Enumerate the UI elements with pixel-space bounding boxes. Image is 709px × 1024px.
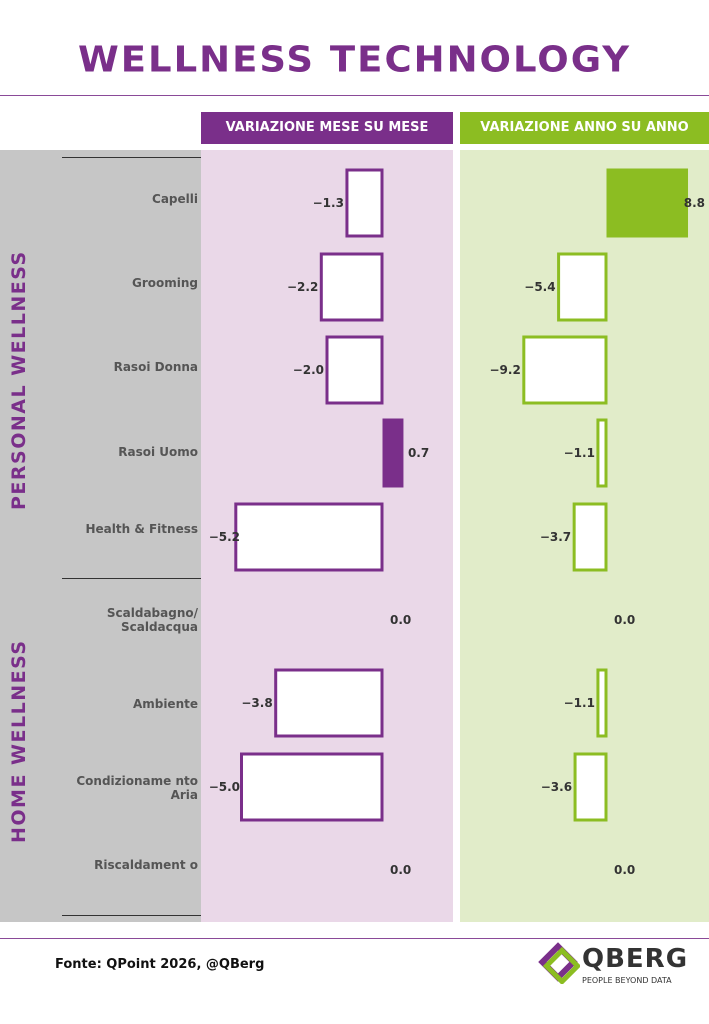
bar-yoy <box>596 668 608 738</box>
qberg-logo: QBERG PEOPLE BEYOND DATA <box>538 942 688 988</box>
category-label: Ambiente <box>132 697 198 711</box>
data-label-yoy: 0.0 <box>614 863 635 877</box>
bar-yoy <box>572 502 608 572</box>
header-mom: VARIAZIONE MESE SU MESE <box>201 112 453 144</box>
bar-yoy <box>557 252 608 322</box>
data-label-mom: −1.3 <box>313 196 344 210</box>
data-label-mom: −2.0 <box>293 363 324 377</box>
qberg-logo-icon <box>538 942 580 984</box>
data-label-mom: −2.2 <box>287 280 318 294</box>
data-label-mom: 0.7 <box>408 446 429 460</box>
data-label-mom: −3.8 <box>241 696 272 710</box>
data-label-yoy: −9.2 <box>490 363 521 377</box>
data-label-mom: 0.0 <box>390 613 411 627</box>
category-label: Rasoi Donna <box>113 360 198 374</box>
separator-bottom <box>62 915 201 916</box>
data-label-yoy: 8.8 <box>684 196 705 210</box>
bar-mom <box>345 168 384 238</box>
category-label: Scaldabagno/ Scaldacqua <box>106 606 198 634</box>
data-label-yoy: −1.1 <box>564 696 595 710</box>
separator-middle <box>62 578 201 579</box>
data-label-mom: −5.2 <box>209 530 240 544</box>
category-label: Condizioname nto Aria <box>76 774 198 802</box>
data-label-mom: 0.0 <box>390 863 411 877</box>
category-panel <box>0 150 201 922</box>
bar-mom <box>274 668 384 738</box>
bar-yoy <box>522 335 608 405</box>
bar-mom <box>382 418 404 488</box>
category-label: Health & Fitness <box>85 522 198 536</box>
bar-yoy <box>573 752 608 822</box>
data-label-mom: −5.0 <box>209 780 240 794</box>
bottom-divider <box>0 938 709 939</box>
category-label: Grooming <box>131 276 198 290</box>
bar-mom <box>234 502 384 572</box>
header-yoy: VARIAZIONE ANNO SU ANNO <box>460 112 709 144</box>
data-label-yoy: −3.6 <box>541 780 572 794</box>
data-label-yoy: 0.0 <box>614 613 635 627</box>
category-label: Rasoi Uomo <box>118 445 198 459</box>
bar-mom <box>240 752 384 822</box>
category-label: Capelli <box>152 192 198 206</box>
top-divider <box>0 95 709 96</box>
category-label: Riscaldament o <box>94 858 198 872</box>
separator-top <box>62 157 201 158</box>
data-label-yoy: −1.1 <box>564 446 595 460</box>
logo-tagline: PEOPLE BEYOND DATA <box>582 976 672 985</box>
logo-name: QBERG <box>582 944 689 974</box>
source-note: Fonte: QPoint 2026, @QBerg <box>55 957 265 972</box>
data-label-yoy: −5.4 <box>524 280 555 294</box>
page-title: WELLNESS TECHNOLOGY <box>77 39 632 80</box>
bar-yoy <box>596 418 608 488</box>
bar-yoy <box>606 168 689 238</box>
bar-mom <box>319 252 384 322</box>
data-label-yoy: −3.7 <box>540 530 571 544</box>
bar-mom <box>325 335 384 405</box>
